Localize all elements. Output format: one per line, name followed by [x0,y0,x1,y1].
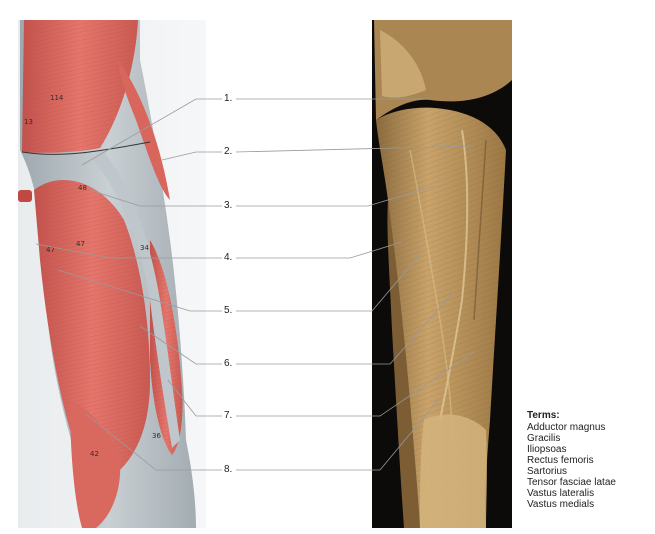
term-item: Rectus femoris [527,455,594,466]
model-waist-line [21,141,151,155]
leader-line-8-right [236,397,441,471]
model-edge-tab [18,190,32,202]
model-mark: 114 [50,94,64,102]
term-item: Tensor fasciae latae [527,477,616,488]
model-lower-muscle [70,400,121,528]
term-item: Sartorius [527,466,568,477]
model-mark: 34 [140,244,149,252]
label-number-3: 3. [224,200,233,211]
term-item: Iliopsoas [527,444,567,455]
leader-line-4-right [236,241,403,259]
leader-line-3-left [89,189,222,207]
label-number-6: 6. [224,358,233,369]
photo-lateral-strip [387,200,420,528]
terms-title: Terms: [527,410,560,421]
photo-knee-area [420,414,487,528]
label-number-2: 2. [224,146,233,157]
leader-lines [35,98,475,471]
leader-line-3-right [236,185,435,207]
model-mark: 47 [76,240,85,248]
leader-line-2-left [161,151,222,161]
label-number-4: 4. [224,252,233,263]
leader-line-5-right [236,251,423,312]
model-mark: 36 [152,432,161,440]
leader-line-8-left [85,413,222,471]
term-item: Gracilis [527,433,561,444]
model-mark: 42 [90,450,99,458]
model-tendon-band [92,148,180,448]
term-item: Vastus lateralis [527,488,595,499]
leader-line-7-left [167,379,222,417]
leader-line-6-left [139,325,222,365]
model-thigh-illustration [18,20,206,528]
label-number-7: 7. [224,410,233,421]
leader-line-7-right [236,351,475,417]
model-mark: 47 [46,246,55,254]
leader-line-2-right [235,145,475,153]
term-item: Adductor magnus [527,422,606,433]
cadaver-thigh-photo [372,20,512,528]
leader-line-6-right [236,291,455,365]
model-mark: 48 [78,184,87,192]
label-number-1: 1. [224,93,233,104]
leader-line-1-left [81,98,222,166]
model-mark: 13 [24,118,33,126]
terms-list: Terms: Adductor magnus Gracilis Iliopsoa… [527,410,652,510]
term-item: Vastus medials [527,499,595,510]
model-strap-muscle [118,60,170,200]
leader-line-4-left [35,243,222,259]
label-number-8: 8. [224,464,233,475]
model-number-marks: 114 13 48 47 34 36 42 47 [24,94,161,458]
leader-line-5-left [57,269,222,312]
label-number-5: 5. [224,305,233,316]
